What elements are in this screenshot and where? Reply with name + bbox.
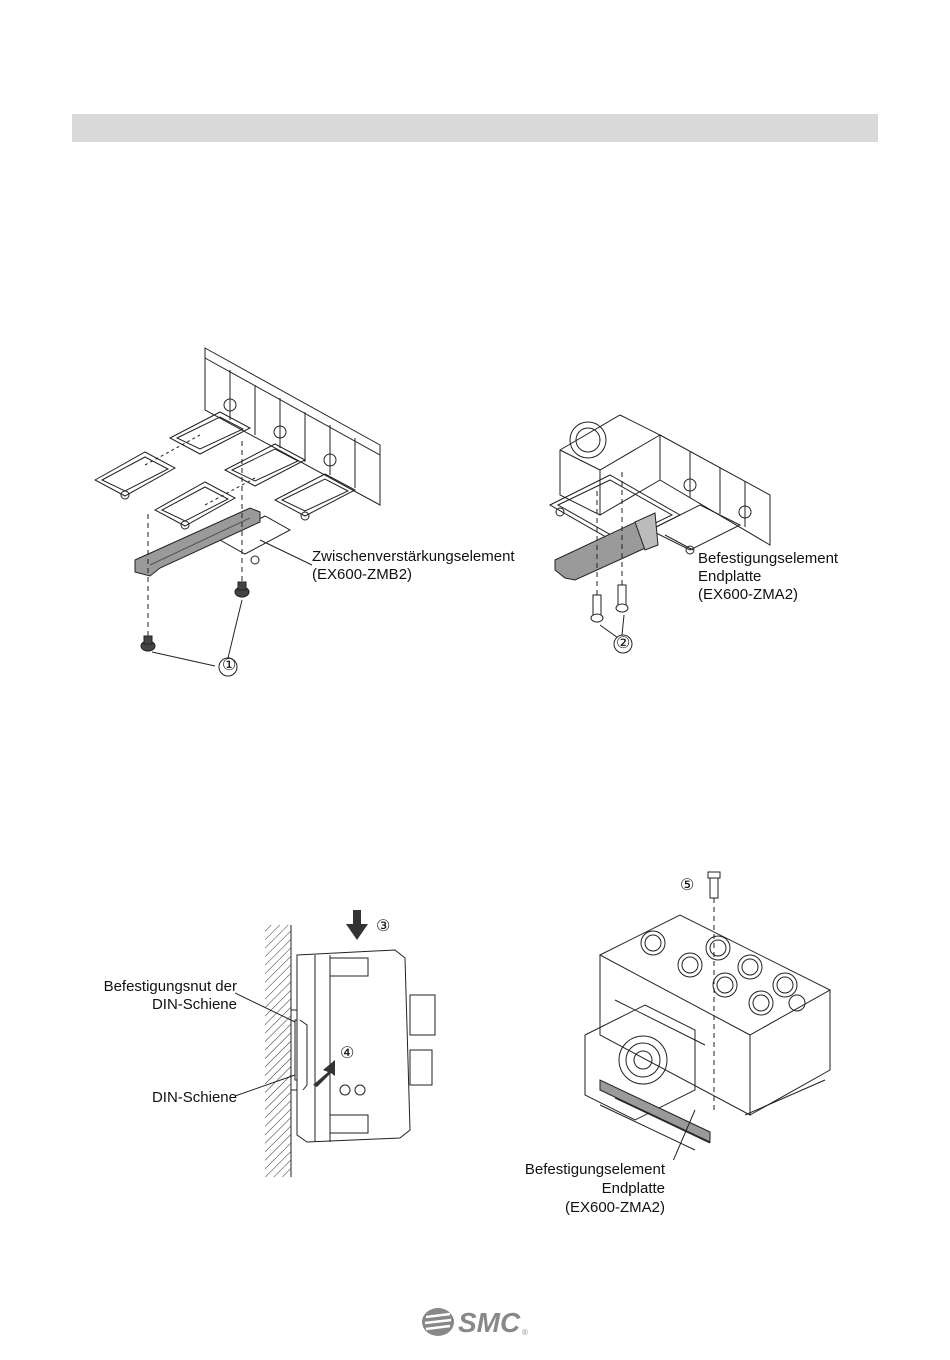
label-end-plate-bracket-line2: Endplatte (698, 568, 761, 585)
marker-5: ⑤ (680, 877, 694, 894)
figure-end-plate-bracket (540, 380, 790, 660)
end-plate-bracket-drawing (540, 380, 790, 660)
figure-intermediate-reinforcement (90, 340, 400, 685)
label-din-groove-line1: Befestigungsnut der (80, 978, 237, 995)
marker-4: ④ (340, 1045, 354, 1062)
label-din-rail: DIN-Schiene (80, 1089, 237, 1106)
smc-logo: SMC ® (420, 1302, 530, 1342)
label-din-groove-line2: DIN-Schiene (80, 996, 237, 1013)
marker-1: ① (222, 657, 236, 674)
figure-din-rail-iso (575, 870, 835, 1160)
din-rail-iso-drawing (575, 870, 835, 1160)
label-intermediate-reinforcement-code: (EX600-ZMB2) (312, 566, 412, 583)
label-intermediate-reinforcement: Zwischenverstärkungselement (312, 548, 515, 565)
label-iso-bracket-line1: Befestigungselement (500, 1161, 665, 1178)
logo-registered: ® (522, 1328, 528, 1337)
label-iso-bracket-line2: Endplatte (500, 1180, 665, 1197)
manifold-underside-drawing (90, 340, 400, 685)
marker-2: ② (616, 635, 630, 652)
marker-3: ③ (376, 918, 390, 935)
smc-logo-mark: SMC ® (420, 1302, 530, 1342)
logo-text: SMC (458, 1307, 521, 1338)
label-iso-bracket-code: (EX600-ZMA2) (500, 1199, 665, 1216)
label-end-plate-bracket-code: (EX600-ZMA2) (698, 586, 798, 603)
label-end-plate-bracket-line1: Befestigungselement (698, 550, 838, 567)
section-header-bar (72, 114, 878, 142)
